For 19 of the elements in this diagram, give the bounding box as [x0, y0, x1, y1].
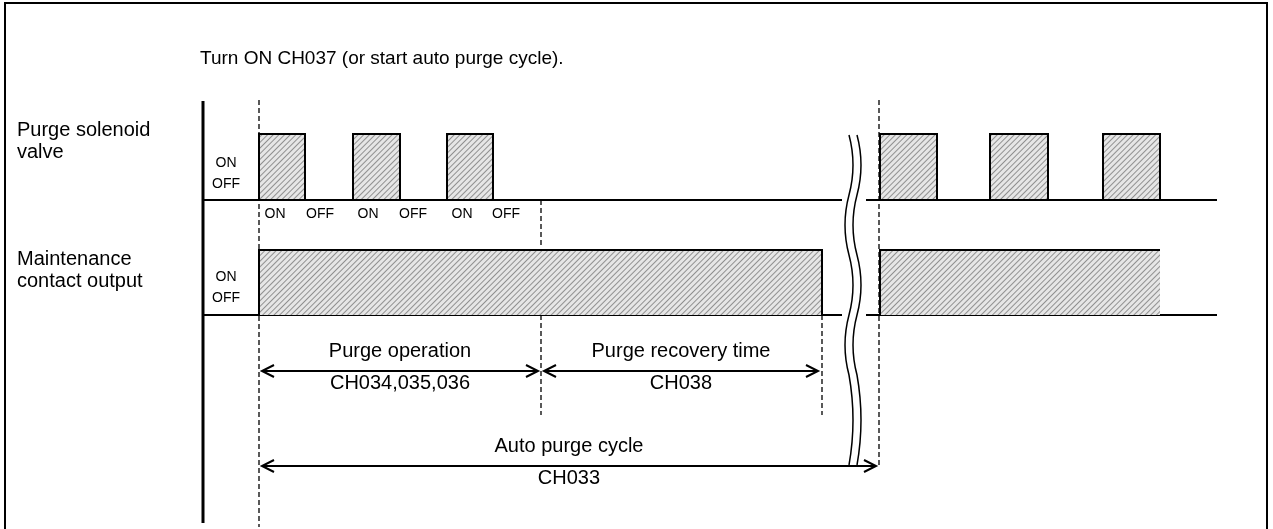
state-label: ON	[214, 155, 238, 171]
state-label: ON	[263, 206, 287, 222]
state-label: ON	[214, 269, 238, 285]
interval-label: CH034,035,036	[328, 371, 472, 393]
state-label: ON	[356, 206, 380, 222]
signal-name: Maintenance contact output	[17, 247, 144, 291]
state-label: ON	[450, 206, 474, 222]
interval-label: CH038	[648, 371, 714, 393]
signal-name: Purge solenoid valve	[17, 118, 152, 162]
state-label: OFF	[398, 206, 428, 222]
interval-label: Purge recovery time	[590, 339, 772, 361]
interval-label: Auto purge cycle	[493, 434, 645, 456]
state-label: OFF	[211, 290, 241, 306]
state-label: OFF	[211, 176, 241, 192]
interval-label: Purge operation	[327, 339, 473, 361]
interval-label: CH033	[536, 466, 602, 488]
state-label: OFF	[491, 206, 521, 222]
state-label: OFF	[305, 206, 335, 222]
instruction-text: Turn ON CH037 (or start auto purge cycle).	[200, 48, 565, 69]
